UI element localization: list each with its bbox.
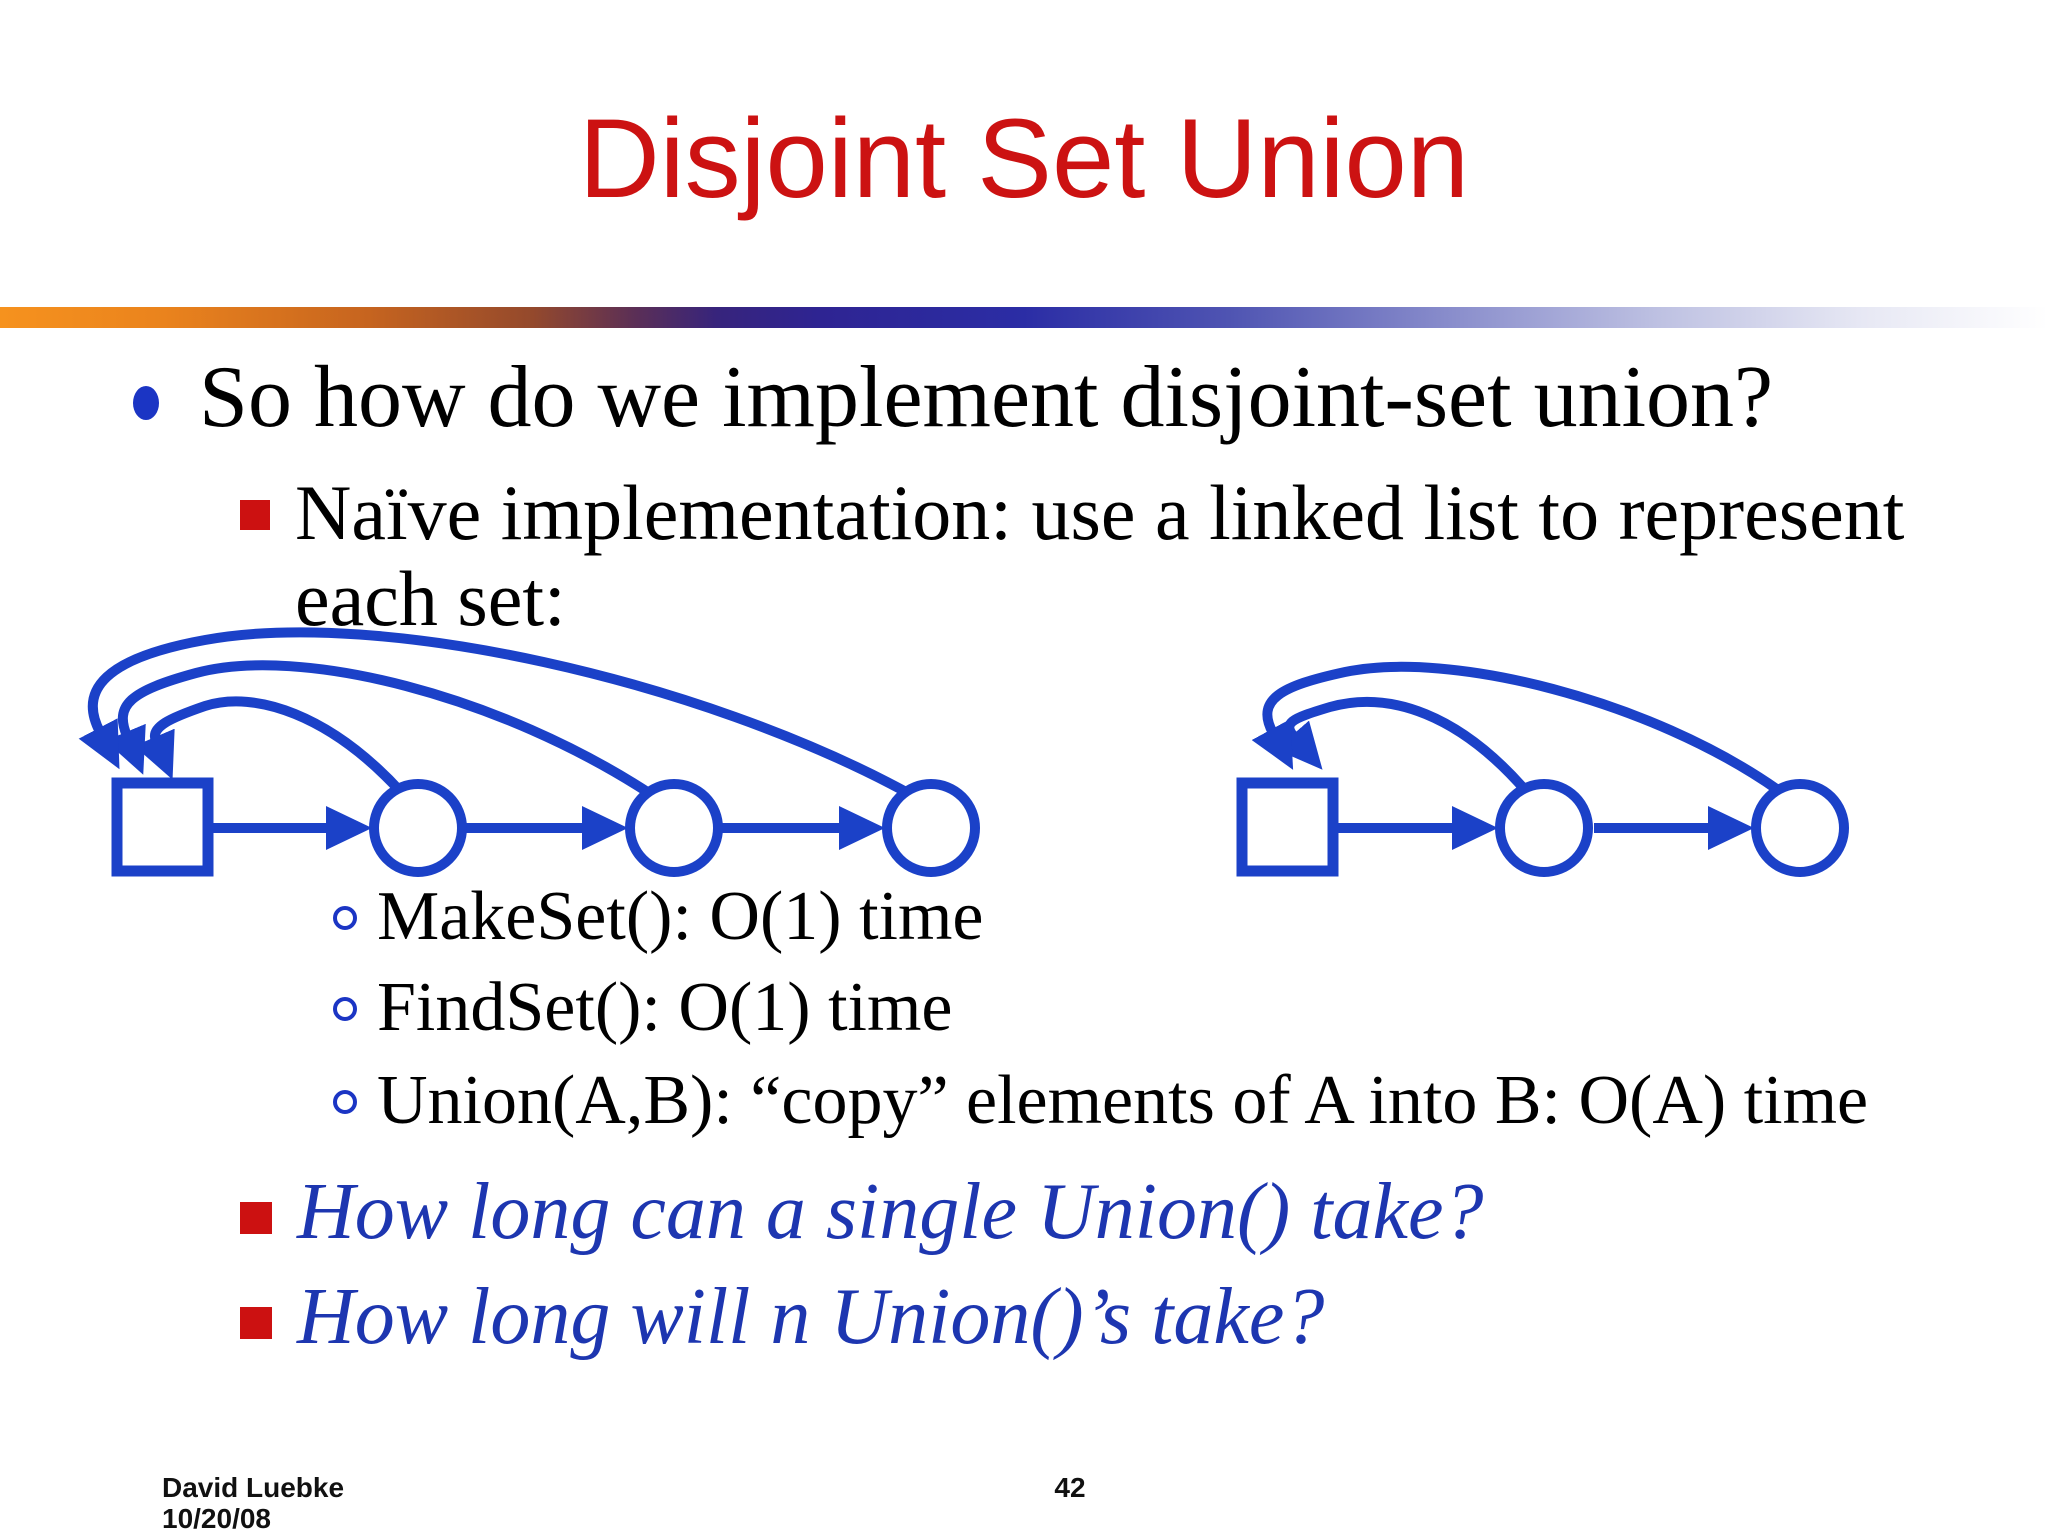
right-list-nodes	[1236, 777, 1849, 877]
left-list-nodes	[111, 777, 980, 877]
blue-dot-bullet-icon	[133, 386, 159, 420]
union-time-text: Union(A,B): “copy” elements of A into B:…	[377, 1062, 1869, 1139]
red-square-bullet-icon	[240, 1307, 272, 1339]
red-square-bullet-icon	[240, 500, 270, 530]
bullet-level3-row-makeset: MakeSet(): O(1) time	[333, 880, 1983, 954]
question-row-n-unions: How long will n Union()’s take?	[240, 1275, 1960, 1359]
question-row-single-union: How long can a single Union() take?	[240, 1170, 1960, 1254]
left-list-back-arrows	[78, 627, 911, 850]
bullet-level2-text: Naïve implementation: use a linked list …	[295, 470, 1904, 642]
bullet-level1-row: So how do we implement disjoint-set unio…	[133, 349, 1963, 447]
question-single-union-text: How long can a single Union() take?	[297, 1168, 1484, 1256]
slide-title: Disjoint Set Union	[578, 96, 1470, 221]
gradient-divider-bar	[0, 307, 2048, 328]
bullet-level3-row-findset: FindSet(): O(1) time	[333, 971, 1983, 1045]
left-element-circle	[882, 779, 980, 877]
open-circle-bullet-icon	[333, 906, 357, 930]
makeset-time-text: MakeSet(): O(1) time	[377, 878, 984, 955]
footer-author: David Luebke	[162, 1472, 345, 1503]
question-n-unions-text: How long will n Union()’s take?	[297, 1273, 1325, 1361]
bullet-level2-line2: each set:	[295, 554, 566, 642]
right-element-circle	[1751, 779, 1849, 877]
right-head-square	[1236, 777, 1339, 877]
bullet-level3-row-union: Union(A,B): “copy” elements of A into B:…	[333, 1064, 1983, 1138]
bullet-level2-row: Naïve implementation: use a linked list …	[240, 470, 1960, 642]
footer-author-date: David Luebke 10/20/08	[162, 1472, 344, 1535]
left-head-square	[111, 777, 214, 877]
left-element-circle	[625, 779, 723, 877]
open-circle-bullet-icon	[333, 1090, 357, 1114]
bullet-level2-line1: Naïve implementation: use a linked list …	[295, 469, 1905, 556]
footer-page-number: 42	[1054, 1472, 1086, 1503]
open-circle-bullet-icon	[333, 997, 357, 1021]
right-element-circle	[1495, 779, 1593, 877]
right-list-back-arrows	[1251, 661, 1781, 850]
findset-time-text: FindSet(): O(1) time	[377, 969, 953, 1046]
bullet-level1-text: So how do we implement disjoint-set unio…	[199, 349, 1774, 446]
left-element-circle	[369, 779, 467, 877]
red-square-bullet-icon	[240, 1202, 272, 1234]
footer-date: 10/20/08	[162, 1503, 271, 1535]
